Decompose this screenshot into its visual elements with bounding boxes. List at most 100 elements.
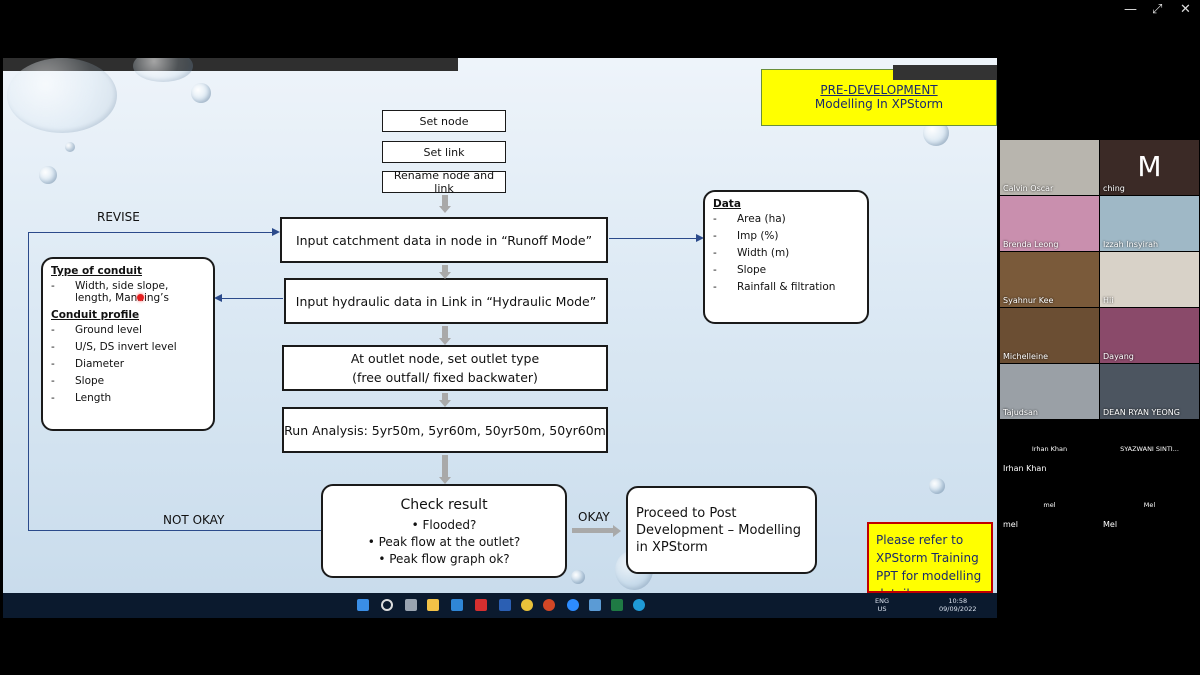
data-item: - Imp (%): [713, 230, 859, 242]
powerpoint-icon[interactable]: [543, 599, 555, 611]
participant-name: Izzah Insyirah: [1103, 240, 1159, 249]
data-item: - Slope: [713, 264, 859, 276]
participant-tile[interactable]: Hii: [1100, 252, 1199, 307]
participant-name: ching: [1103, 184, 1125, 193]
check-item: • Peak flow graph ok?: [378, 551, 510, 566]
water-drop: [65, 142, 75, 152]
profile-item-text: Slope: [75, 375, 105, 387]
minimize-button[interactable]: —: [1124, 2, 1137, 17]
participant-tile[interactable]: Calvin Oscar: [1000, 140, 1099, 195]
dash: -: [713, 264, 717, 276]
data-item: -Area (ha): [713, 213, 859, 225]
restore-button[interactable]: ⤢: [1152, 2, 1163, 17]
step-run-analysis: Run Analysis: 5yr50m, 5yr60m, 50yr50m, 5…: [282, 407, 608, 453]
profile-item: - Ground level: [51, 324, 205, 336]
dash: -: [713, 281, 717, 293]
excel-icon[interactable]: [611, 599, 623, 611]
revise-loop-line: [28, 232, 29, 530]
dash: -: [51, 358, 55, 370]
clock[interactable]: 10:58 09/09/2022: [939, 597, 976, 613]
profile-item: - Diameter: [51, 358, 205, 370]
data-item-text: Rainfall & filtration: [737, 281, 836, 293]
word-icon[interactable]: [499, 599, 511, 611]
app-icon[interactable]: [589, 599, 601, 611]
task-view-icon[interactable]: [405, 599, 417, 611]
data-item-text: Slope: [737, 264, 767, 276]
dash: -: [51, 392, 55, 404]
lang-line-2: US: [877, 605, 887, 613]
clock-time: 10:58: [948, 597, 968, 605]
participant-name: Dayang: [1103, 352, 1134, 361]
step-outlet: At outlet node, set outlet type (free ou…: [282, 345, 608, 391]
profile-item-text: U/S, DS invert level: [75, 341, 177, 353]
profile-item-text: Length: [75, 392, 112, 404]
data-heading: Data: [713, 198, 741, 210]
participant-name: Brenda Leong: [1003, 240, 1059, 249]
data-item-text: Imp (%): [737, 230, 779, 242]
participant-initial: M: [1137, 150, 1162, 183]
okay-arrowhead: [613, 525, 621, 537]
profile-item-text: Diameter: [75, 358, 125, 370]
conduit-panel: Type of conduit -Width, side slope, leng…: [41, 257, 215, 431]
participant-tile[interactable]: Syahnur Kee: [1000, 252, 1099, 307]
participant-name: Mel: [1103, 520, 1118, 529]
water-drop: [929, 478, 945, 494]
data-item: - Rainfall & filtration: [713, 281, 859, 293]
participant-tile[interactable]: SYAZWANI SINTI...: [1100, 420, 1199, 475]
profile-item-text: Ground level: [75, 324, 142, 336]
flow-arrow: [439, 195, 451, 213]
participant-tile[interactable]: Irhan Khan Irhan Khan: [1000, 420, 1099, 475]
mail-icon[interactable]: [451, 599, 463, 611]
water-drop: [191, 83, 211, 103]
start-icon[interactable]: [357, 599, 369, 611]
dash: -: [713, 247, 717, 259]
search-icon[interactable]: [381, 599, 393, 611]
acrobat-icon[interactable]: [475, 599, 487, 611]
participant-name: Hii: [1103, 296, 1114, 305]
profile-item: -U/S, DS invert level: [51, 341, 205, 353]
water-drop: [7, 58, 117, 133]
conduit-type-heading: Type of conduit: [51, 265, 143, 277]
revise-label: REVISE: [97, 210, 140, 224]
title-dark-bar: [893, 65, 997, 80]
participant-tile[interactable]: Brenda Leong: [1000, 196, 1099, 251]
revise-loop-line: [28, 232, 273, 233]
taskbar: ENG US 10:58 09/09/2022: [3, 593, 997, 618]
chrome-icon[interactable]: [521, 599, 533, 611]
participant-tile[interactable]: Dayang: [1100, 308, 1199, 363]
participant-tile[interactable]: Michelleine: [1000, 308, 1099, 363]
participant-name: Irhan Khan: [1003, 464, 1047, 473]
water-drop: [39, 166, 57, 184]
conduit-arrowhead: [214, 294, 222, 302]
okay-arrow: [572, 528, 614, 533]
participant-tile[interactable]: M ching: [1100, 140, 1199, 195]
data-item-text: Area (ha): [737, 213, 786, 225]
edge-icon[interactable]: [633, 599, 645, 611]
data-panel: Data -Area (ha) -Imp (%) -Width (m) -Slo…: [703, 190, 869, 324]
flow-arrow: [439, 455, 451, 484]
slide-top-bar: [3, 58, 458, 71]
participant-tile[interactable]: Tajudsan: [1000, 364, 1099, 419]
conduit-type-item: -Width, side slope, length, Manning’s: [51, 280, 205, 304]
participant-tile[interactable]: Izzah Insyirah: [1100, 196, 1199, 251]
zoom-icon[interactable]: [567, 599, 579, 611]
participant-tile[interactable]: Mel Mel: [1100, 476, 1199, 531]
title-line-2: Modelling In XPStorm: [814, 97, 944, 111]
file-explorer-icon[interactable]: [427, 599, 439, 611]
profile-item: -Slope: [51, 375, 205, 387]
participant-name: DEAN RYAN YEONG: [1103, 408, 1180, 417]
check-item: • Peak flow at the outlet?: [367, 534, 521, 549]
step-proceed: Proceed to Post Development – Modelling …: [626, 486, 817, 574]
reference-note: Please refer to XPStorm Training PPT for…: [867, 522, 993, 593]
participant-tile[interactable]: mel mel: [1000, 476, 1099, 531]
step-set-node: Set node: [382, 110, 506, 132]
participant-tile[interactable]: DEAN RYAN YEONG: [1100, 364, 1199, 419]
dash: -: [51, 324, 55, 336]
dash: -: [713, 230, 717, 242]
flow-arrow: [439, 326, 451, 345]
participant-name: Calvin Oscar: [1003, 184, 1054, 193]
not-okay-label: NOT OKAY: [163, 513, 225, 527]
data-item-text: Width (m): [737, 247, 790, 259]
language-indicator[interactable]: ENG US: [875, 597, 889, 613]
close-button[interactable]: ✕: [1180, 2, 1191, 17]
